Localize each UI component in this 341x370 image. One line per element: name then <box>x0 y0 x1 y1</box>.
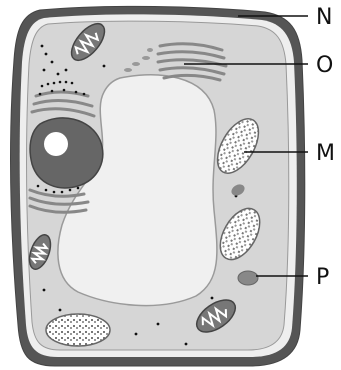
chloroplast-bottom <box>46 314 110 346</box>
vesicle-p <box>238 271 258 285</box>
label-m: M <box>316 141 335 166</box>
label-o: O <box>316 53 333 78</box>
nucleolus <box>44 132 68 156</box>
label-n: N <box>316 5 332 30</box>
label-p: P <box>316 265 329 290</box>
nucleus <box>30 118 103 188</box>
